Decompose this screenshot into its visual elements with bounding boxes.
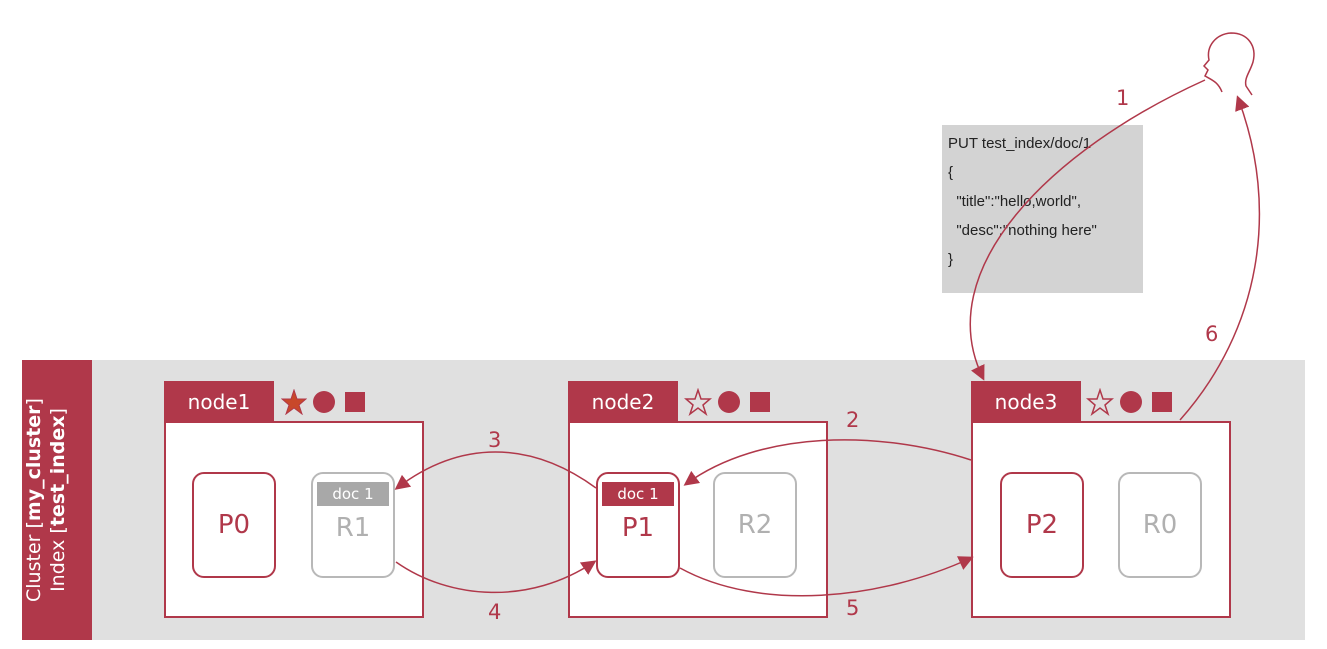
person-head-icon (1202, 32, 1255, 96)
request-line: "title":"hello,world", (948, 193, 1082, 210)
shard-R0: R0 (1118, 472, 1202, 578)
arrow-step-6 (1179, 95, 1261, 421)
request-box: PUT test_index/doc/1 { "title":"hello,wor… (942, 125, 1143, 293)
node2-legend (684, 381, 772, 423)
step-label-5: 5 (846, 596, 860, 620)
circle-icon (1120, 391, 1142, 413)
shard-P0: P0 (192, 472, 276, 578)
step-label-4: 4 (488, 600, 502, 624)
star-icon (281, 389, 307, 415)
doc-tag-r1: doc 1 (317, 482, 389, 506)
arrow-step-5 (679, 556, 974, 597)
arrow-step-3 (394, 451, 597, 490)
arrow-step-4 (395, 560, 597, 594)
step-label-6: 6 (1205, 322, 1219, 346)
star-icon (1086, 388, 1114, 416)
square-icon (1152, 392, 1172, 412)
square-icon (345, 392, 365, 412)
request-line: "desc":"nothing here" (948, 222, 1097, 239)
node1-legend (281, 381, 367, 423)
doc-tag-p1: doc 1 (602, 482, 674, 506)
request-line: PUT test_index/doc/1 (948, 135, 1092, 152)
cluster-label-box: Cluster [my_cluster] Index [test_index] (22, 360, 92, 640)
circle-icon (313, 391, 335, 413)
shard-R2: R2 (713, 472, 797, 578)
node1-tab: node1 (164, 381, 274, 423)
step-label-3: 3 (488, 428, 502, 452)
arrow-step-1 (969, 79, 1206, 381)
square-icon (750, 392, 770, 412)
circle-icon (718, 391, 740, 413)
step-label-2: 2 (846, 408, 860, 432)
node2-tab: node2 (568, 381, 678, 423)
request-line: { (948, 164, 954, 181)
step-label-1: 1 (1116, 86, 1130, 110)
node3-legend (1086, 381, 1174, 423)
node3-tab: node3 (971, 381, 1081, 423)
arrow-step-2 (683, 439, 972, 486)
shard-P2: P2 (1000, 472, 1084, 578)
star-icon (684, 388, 712, 416)
request-line: } (948, 251, 954, 268)
